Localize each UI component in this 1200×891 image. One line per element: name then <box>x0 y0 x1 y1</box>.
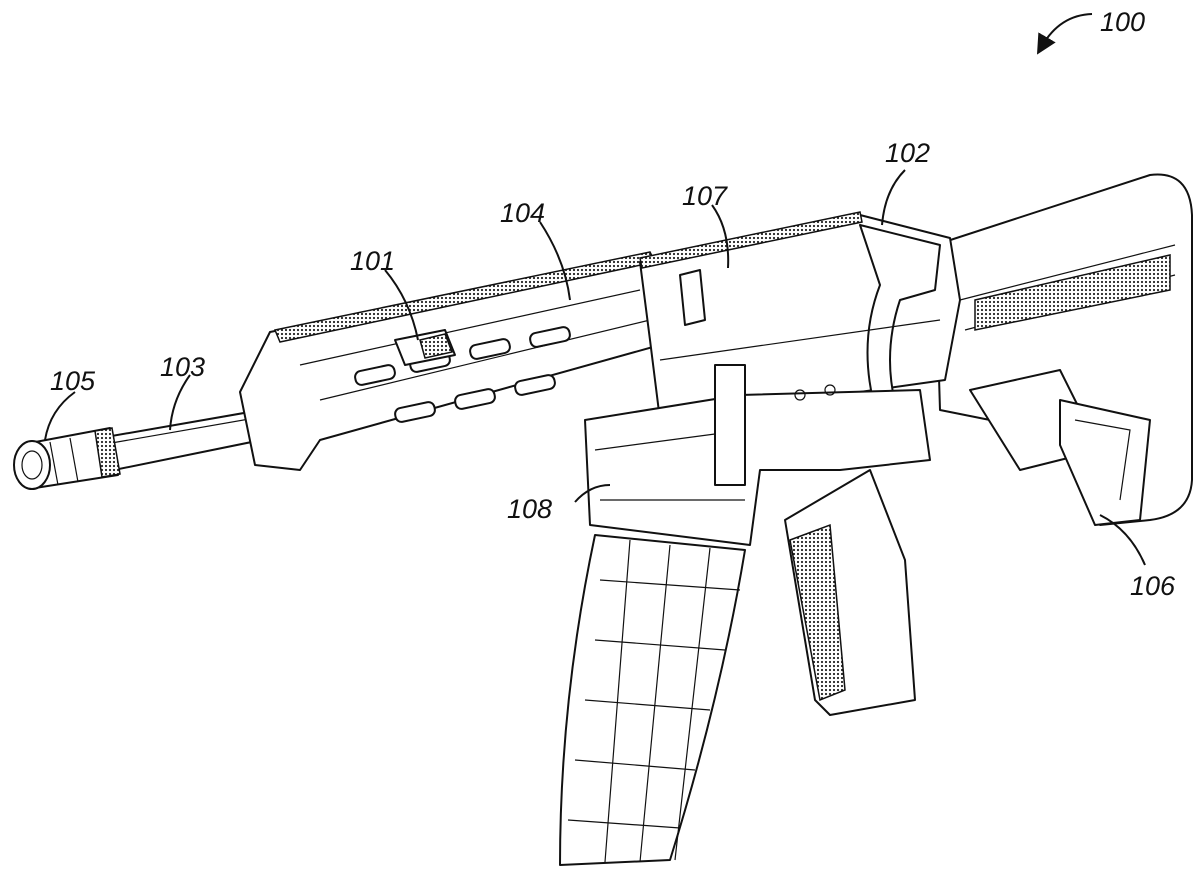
lower-receiver-shape <box>584 364 931 546</box>
muzzle-device-shape <box>13 427 121 490</box>
leader-106 <box>1099 514 1146 566</box>
label-102: 102 <box>885 138 930 168</box>
leader-108 <box>574 484 611 503</box>
label-101: 101 <box>350 246 395 276</box>
leader-103 <box>169 374 191 431</box>
leader-107 <box>711 204 730 269</box>
stock-shape <box>934 173 1193 526</box>
leader-101 <box>384 269 419 341</box>
leader-105 <box>44 391 76 441</box>
label-103: 103 <box>160 352 205 382</box>
leader-100 <box>1036 13 1093 55</box>
label-100: 100 <box>1100 7 1145 37</box>
leader-102 <box>881 169 906 226</box>
label-105: 105 <box>50 366 96 396</box>
leader-104 <box>539 221 571 301</box>
label-104: 104 <box>500 198 545 228</box>
label-108: 108 <box>507 494 552 524</box>
pistol-grip-shape <box>784 469 916 716</box>
label-107: 107 <box>682 181 728 211</box>
handguard-shape <box>239 251 666 471</box>
label-106: 106 <box>1130 571 1176 601</box>
magazine-shape <box>559 534 746 866</box>
